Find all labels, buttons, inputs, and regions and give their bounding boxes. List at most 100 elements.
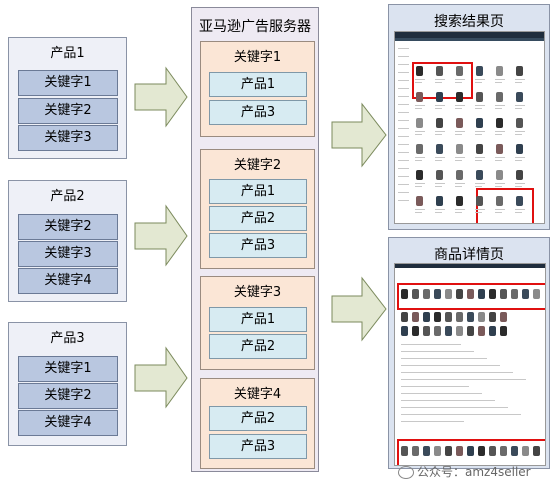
product-thumbnail <box>496 170 503 180</box>
text-line <box>435 160 442 161</box>
text-line <box>455 209 465 210</box>
text-line <box>495 157 505 158</box>
amazon-header-bar <box>395 32 544 38</box>
product-box: 产品3 <box>209 233 307 258</box>
search-results-page: 搜索结果页 <box>388 4 550 230</box>
product-thumbnail <box>476 92 483 102</box>
product-thumbnail <box>401 312 408 322</box>
text-line <box>515 131 525 132</box>
sponsored-highlight-top <box>397 283 545 310</box>
product-box: 产品1 <box>209 307 307 332</box>
product-thumbnail <box>436 144 443 154</box>
product-thumbnail <box>456 289 463 299</box>
product-thumbnail <box>456 118 463 128</box>
text-line <box>415 134 422 135</box>
text-line <box>455 134 462 135</box>
text-line <box>475 82 482 83</box>
watermark-text: 公众号：amz4seller <box>417 465 531 479</box>
ad-server: 亚马逊广告服务器 关键字1 产品1 产品3 关键字2 产品1 产品2 产品3 关… <box>191 7 319 472</box>
product-thumbnail <box>516 92 523 102</box>
arrow-right-icon <box>331 276 387 342</box>
text-line <box>475 131 485 132</box>
product-thumbnail <box>412 446 419 456</box>
product-thumbnail <box>436 196 443 206</box>
sponsored-highlight-bottom <box>397 439 545 465</box>
product-thumbnail <box>436 118 443 128</box>
product-box: 产品2 <box>209 334 307 359</box>
product-thumbnail <box>436 92 443 102</box>
text-line <box>435 134 442 135</box>
product-thumbnail <box>522 289 529 299</box>
product-thumbnail <box>423 312 430 322</box>
keyword-box: 关键字2 <box>18 214 118 240</box>
keyword-group-3: 关键字3 产品1 产品2 <box>200 276 315 370</box>
text-line <box>515 186 522 187</box>
text-line <box>475 183 485 184</box>
product-detail-title: 商品详情页 <box>434 247 504 263</box>
text-line <box>475 212 482 213</box>
product-box: 产品2 <box>209 406 307 431</box>
product-thumbnail <box>456 66 463 76</box>
text-line <box>435 108 442 109</box>
keyword-box: 关键字2 <box>18 98 118 124</box>
keyword-group-2: 关键字2 产品1 产品2 产品3 <box>200 149 315 269</box>
server-title: 亚马逊广告服务器 <box>199 19 311 35</box>
text-line <box>455 183 465 184</box>
product-thumbnail <box>476 144 483 154</box>
text-line <box>398 136 409 137</box>
product-thumbnail <box>456 92 463 102</box>
amazon-nav-bar <box>395 38 544 41</box>
keyword-box: 关键字1 <box>18 356 118 382</box>
product-thumbnail <box>423 289 430 299</box>
keyword-group-1: 关键字1 产品1 产品3 <box>200 41 315 137</box>
text-line <box>495 134 502 135</box>
text-line <box>401 351 474 352</box>
product-thumbnail <box>412 312 419 322</box>
product-thumbnail <box>496 66 503 76</box>
product-thumbnail <box>456 170 463 180</box>
text-line <box>401 407 508 408</box>
product-thumbnail <box>489 326 496 336</box>
product-thumbnail <box>476 66 483 76</box>
product-thumbnail <box>436 170 443 180</box>
product-thumbnail <box>416 118 423 128</box>
text-line <box>475 134 482 135</box>
arrow-right-icon <box>134 204 188 267</box>
text-line <box>415 157 425 158</box>
text-line <box>415 186 422 187</box>
wechat-icon <box>398 466 414 479</box>
text-line <box>435 79 445 80</box>
product-thumbnail <box>416 92 423 102</box>
text-line <box>435 157 445 158</box>
product-thumbnail <box>456 326 463 336</box>
product-thumbnail <box>416 66 423 76</box>
text-line <box>495 131 505 132</box>
product-thumbnail <box>401 446 408 456</box>
product-box: 产品3 <box>209 434 307 459</box>
product-thumbnail <box>478 326 485 336</box>
product-thumbnail <box>416 144 423 154</box>
text-line <box>455 157 465 158</box>
keyword-box: 关键字4 <box>18 268 118 294</box>
text-line <box>475 108 482 109</box>
keyword-group-title: 关键字1 <box>233 50 282 65</box>
product-thumbnail <box>436 66 443 76</box>
text-line <box>495 183 505 184</box>
text-line <box>495 79 505 80</box>
text-line <box>455 186 462 187</box>
watermark: 公众号：amz4seller <box>398 463 553 481</box>
text-line <box>435 212 442 213</box>
product-thumbnail <box>516 170 523 180</box>
text-line <box>475 157 485 158</box>
product-thumbnail <box>476 118 483 128</box>
text-line <box>435 105 445 106</box>
product-thumbnail <box>434 326 441 336</box>
text-line <box>398 88 409 89</box>
text-line <box>415 160 422 161</box>
text-line <box>475 209 485 210</box>
search-results-title: 搜索结果页 <box>434 14 504 30</box>
arrow-right-icon <box>134 346 188 409</box>
product-thumbnail <box>496 92 503 102</box>
product-thumbnail <box>434 312 441 322</box>
product-thumbnail <box>533 289 540 299</box>
